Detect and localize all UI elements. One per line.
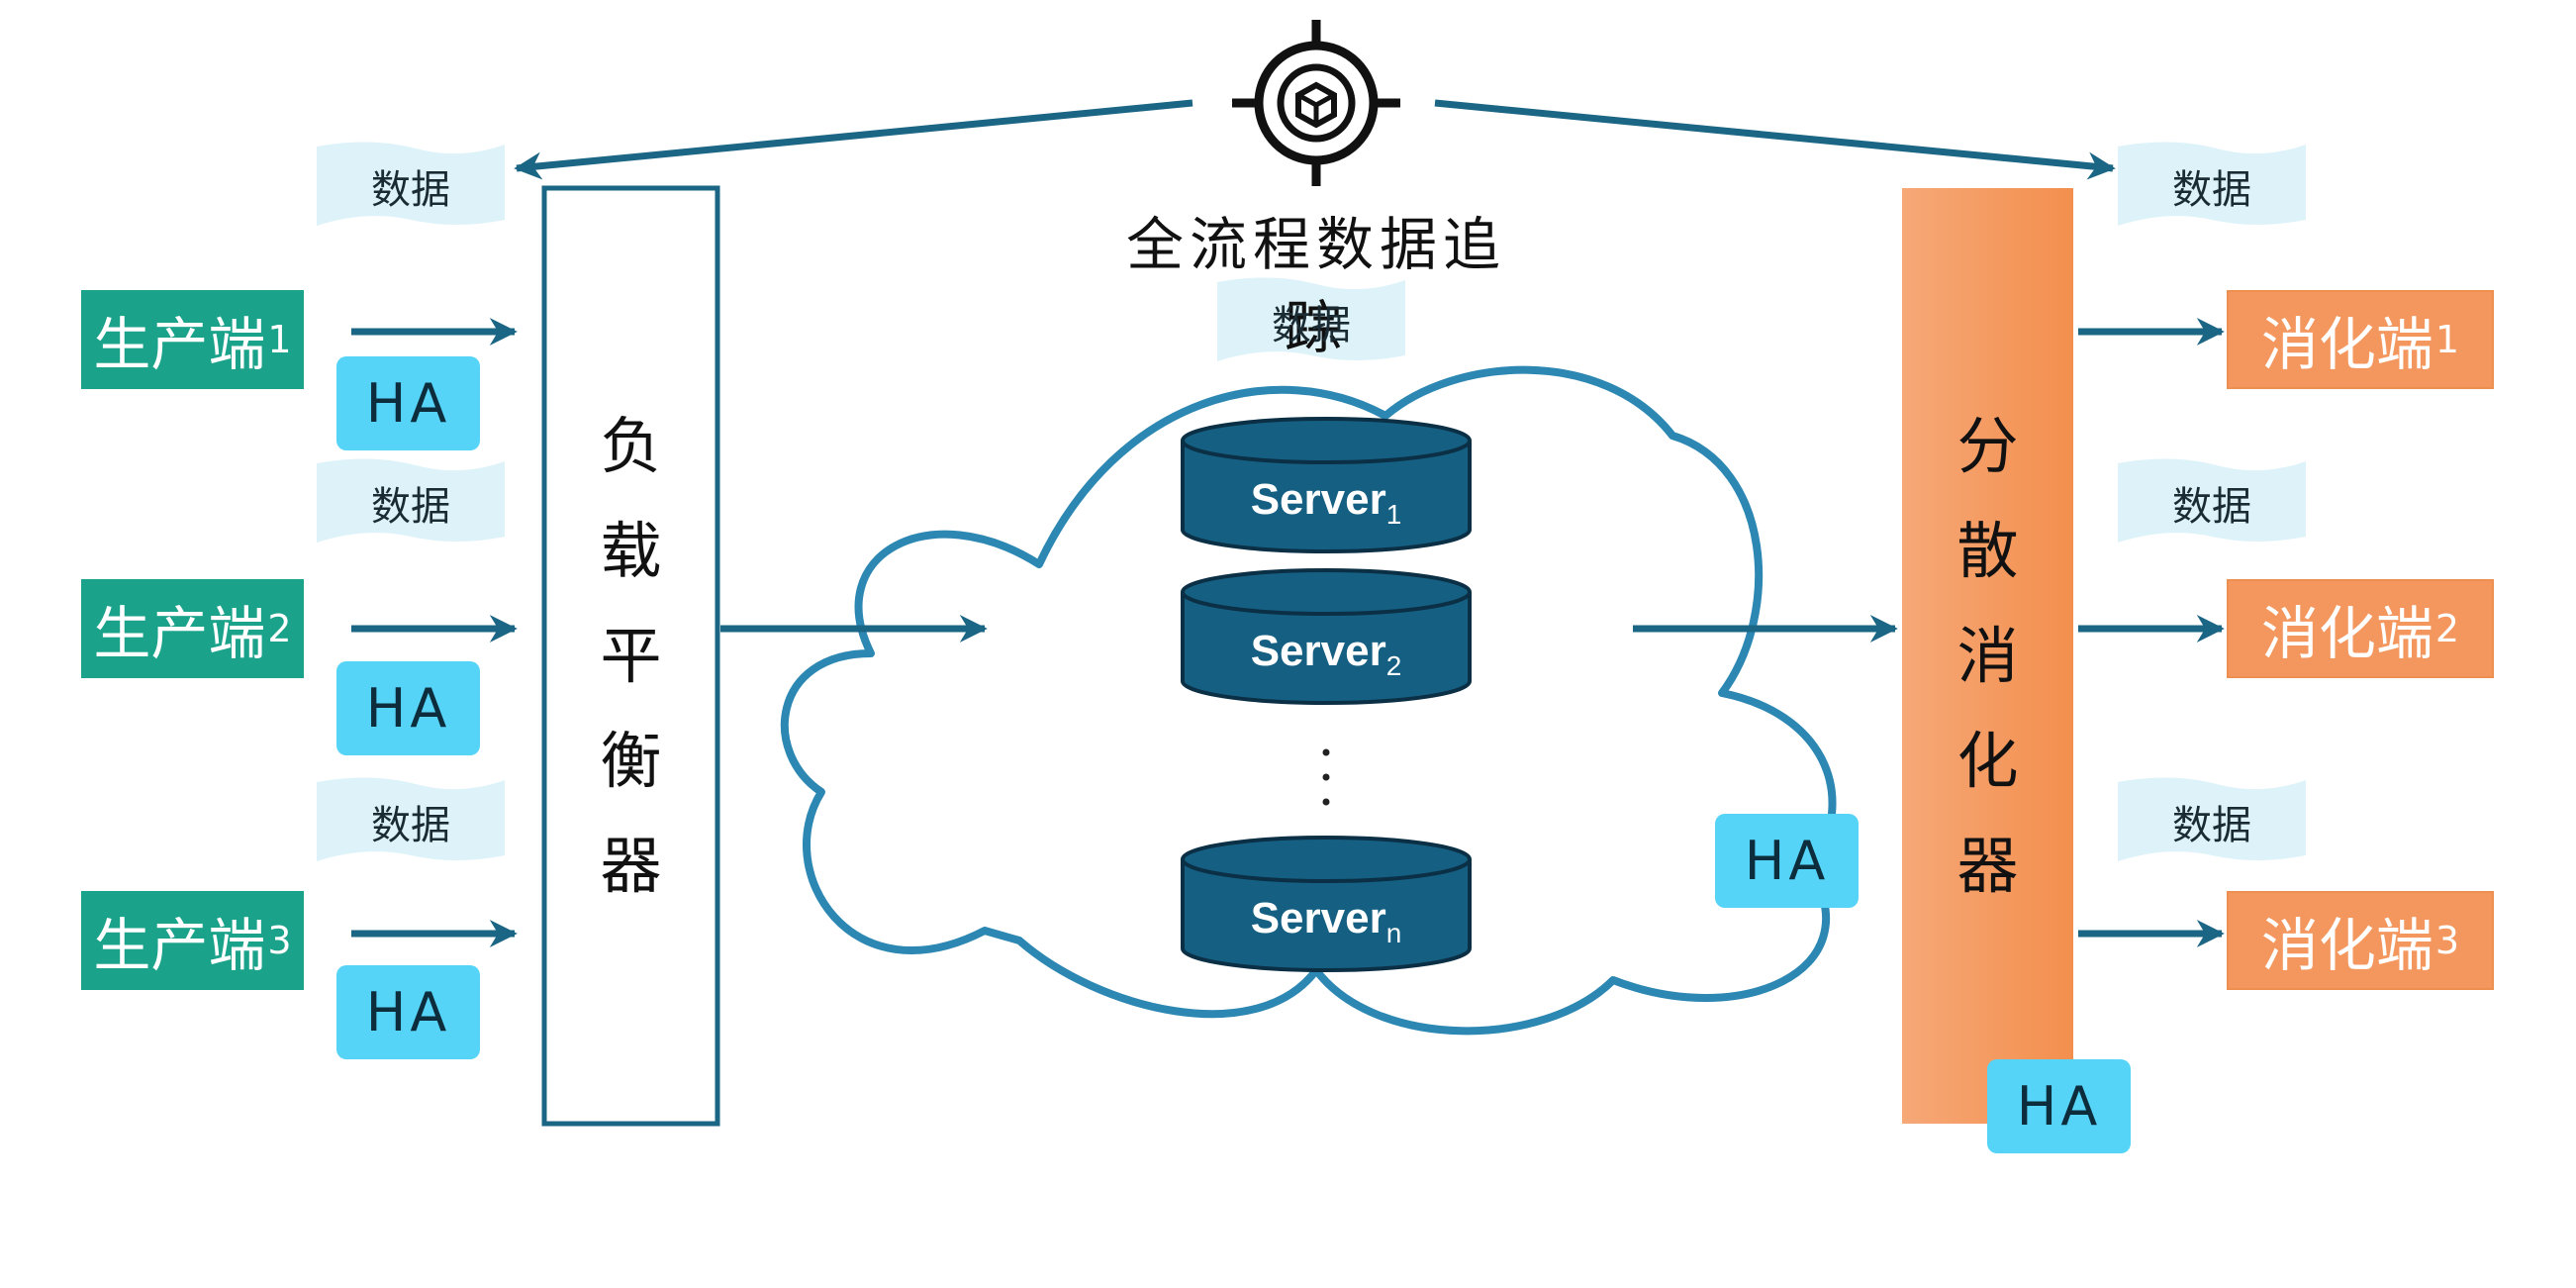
load-balancer-char: 平 bbox=[600, 619, 662, 692]
server-stack bbox=[1181, 417, 1472, 972]
data-label: 数据 bbox=[371, 484, 450, 530]
distributor-char: 消 bbox=[1956, 619, 2019, 692]
producer-index: 2 bbox=[267, 607, 292, 650]
server-1-cylinder bbox=[1181, 417, 1472, 553]
ha-badge-producer-1: HA bbox=[336, 356, 480, 450]
load-balancer-label: 负 载 平 衡 器 bbox=[544, 188, 717, 1124]
ha-badge-producer-2: HA bbox=[336, 661, 480, 755]
distributor-char: 化 bbox=[1956, 724, 2019, 797]
producer-label: 生产端 bbox=[93, 600, 266, 667]
data-label: 数据 bbox=[371, 167, 450, 213]
data-label: 数据 bbox=[1272, 303, 1351, 348]
data-flag bbox=[2118, 777, 2306, 861]
load-balancer-char: 负 bbox=[600, 409, 662, 482]
data-flag bbox=[317, 458, 505, 543]
distributor-box bbox=[1902, 188, 2073, 1124]
ha-badge-cluster: HA bbox=[1715, 814, 1859, 908]
consumer-index: 2 bbox=[2434, 607, 2460, 650]
ha-badge-producer-3: HA bbox=[336, 965, 480, 1059]
flow-arrows bbox=[351, 99, 2225, 947]
data-flag bbox=[317, 777, 505, 861]
load-balancer-box bbox=[541, 185, 720, 1127]
producer-index: 1 bbox=[267, 318, 292, 361]
server-2-cylinder bbox=[1181, 568, 1472, 705]
server-n-cylinder bbox=[1181, 836, 1472, 972]
data-label: 数据 bbox=[371, 803, 450, 848]
load-balancer-char: 器 bbox=[600, 829, 662, 902]
load-balancer-char: 载 bbox=[600, 514, 662, 587]
data-flag bbox=[2118, 142, 2306, 226]
consumer-label: 消化端 bbox=[2260, 600, 2433, 667]
load-balancer-char: 衡 bbox=[600, 724, 662, 797]
distributor-label: 分 散 消 化 器 bbox=[1902, 188, 2073, 1124]
data-flag bbox=[317, 142, 505, 226]
server-name: Server bbox=[1250, 627, 1386, 675]
distributor-char: 器 bbox=[1956, 829, 2019, 902]
ellipsis-dots bbox=[1322, 748, 1330, 806]
consumer-index: 3 bbox=[2434, 919, 2460, 962]
producer-label: 生产端 bbox=[93, 311, 266, 378]
tracking-title: 全流程数据追踪 bbox=[1125, 211, 1506, 361]
consumer-index: 1 bbox=[2434, 318, 2460, 361]
data-flag bbox=[1217, 277, 1405, 361]
server-n-label: Servern bbox=[1183, 894, 1470, 949]
producer-index: 3 bbox=[267, 919, 292, 962]
server-2-label: Server2 bbox=[1183, 627, 1470, 682]
ha-badge-distributor: HA bbox=[1987, 1059, 2131, 1153]
server-1-label: Server1 bbox=[1183, 475, 1470, 531]
target-cube-icon bbox=[1232, 20, 1400, 186]
server-name: Server bbox=[1250, 894, 1386, 942]
data-flag bbox=[2118, 458, 2306, 543]
distributor-char: 分 bbox=[1956, 409, 2019, 482]
data-flags bbox=[317, 142, 2306, 861]
server-index: 1 bbox=[1385, 498, 1402, 530]
arrow-tracking-right bbox=[1434, 99, 2116, 180]
consumer-label: 消化端 bbox=[2260, 912, 2433, 979]
consumer-label: 消化端 bbox=[2260, 311, 2433, 378]
producer-label: 生产端 bbox=[93, 912, 266, 979]
server-index: n bbox=[1385, 917, 1402, 948]
arrow-tracking-left bbox=[514, 99, 1193, 180]
data-label: 数据 bbox=[2172, 167, 2251, 213]
data-label: 数据 bbox=[2172, 803, 2251, 848]
server-name: Server bbox=[1250, 475, 1386, 524]
server-index: 2 bbox=[1385, 649, 1402, 681]
data-label: 数据 bbox=[2172, 484, 2251, 530]
distributor-char: 散 bbox=[1956, 514, 2019, 587]
